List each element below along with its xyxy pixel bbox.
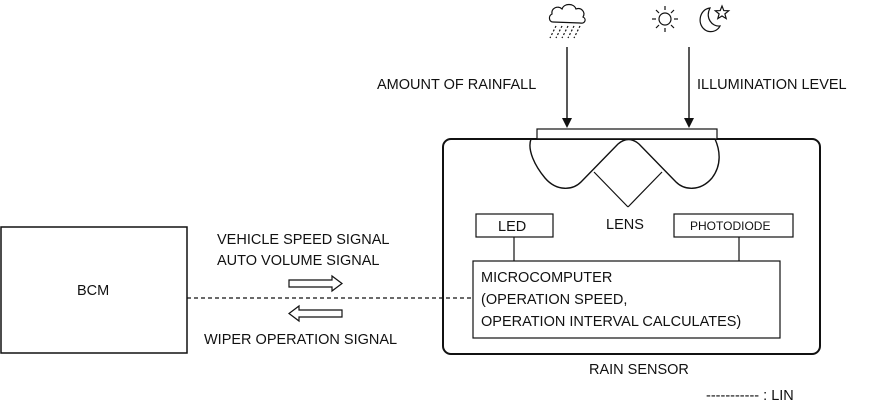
legend-lin: ----------- : LIN [706, 388, 794, 404]
windshield-plate [536, 128, 718, 140]
rainfall-label: AMOUNT OF RAINFALL [377, 77, 536, 93]
right-hollow-arrow [288, 274, 343, 293]
wiper-operation-label: WIPER OPERATION SIGNAL [204, 332, 397, 348]
left-hollow-arrow [288, 304, 343, 323]
lens-label: LENS [606, 217, 644, 233]
sun-icon [652, 6, 678, 32]
light-path-left [593, 171, 629, 208]
light-path-right [627, 171, 663, 208]
microcomputer-box [472, 260, 781, 339]
microcomputer-line1: MICROCOMPUTER [481, 270, 612, 286]
bcm-box [0, 226, 188, 354]
microcomputer-line2: (OPERATION SPEED, [481, 292, 627, 308]
rain-sensor-label: RAIN SENSOR [589, 362, 689, 378]
photodiode-box [673, 213, 794, 238]
bcm-label: BCM [77, 283, 109, 299]
lens-shape [529, 138, 720, 189]
auto-volume-label: AUTO VOLUME SIGNAL [217, 253, 380, 269]
illumination-label: ILLUMINATION LEVEL [697, 77, 847, 93]
vehicle-speed-label: VEHICLE SPEED SIGNAL [217, 232, 389, 248]
microcomputer-line3: OPERATION INTERVAL CALCULATES) [481, 314, 741, 330]
moon-star-icon [699, 4, 731, 33]
led-label: LED [498, 219, 526, 235]
rain-cloud-icon [548, 3, 586, 39]
photodiode-label: PHOTODIODE [690, 219, 770, 233]
